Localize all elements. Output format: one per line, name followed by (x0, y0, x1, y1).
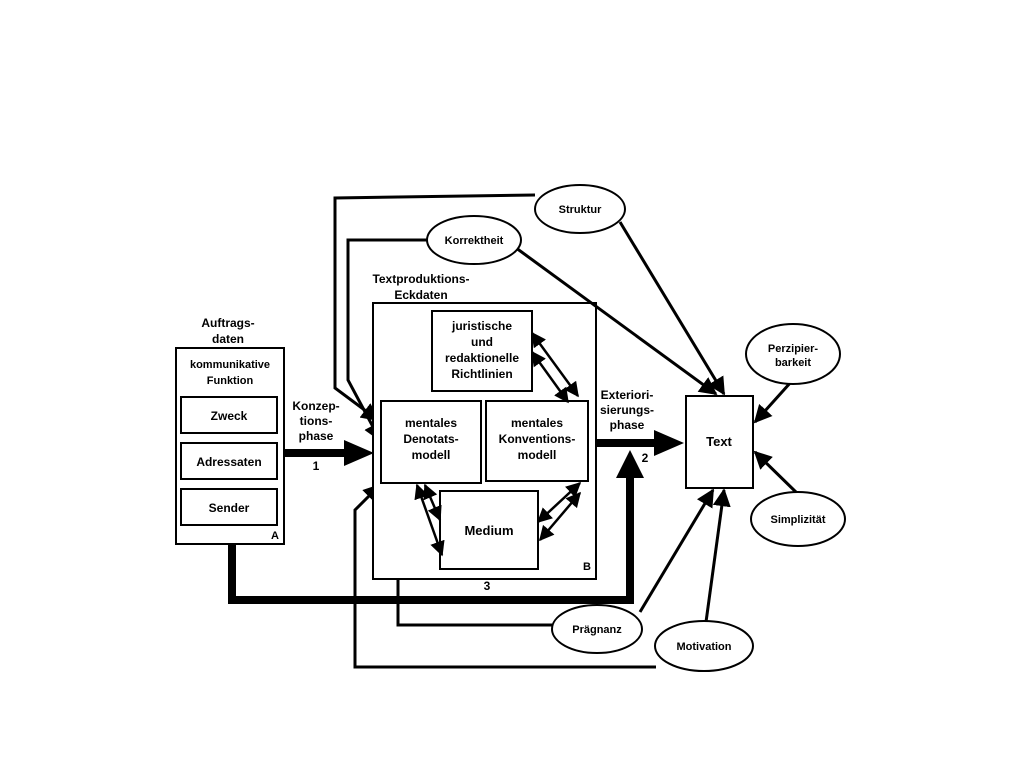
arrow-konvention-medium-b (539, 491, 581, 542)
denotat-line3: modell (412, 448, 451, 462)
struktur-ellipse (534, 184, 626, 234)
arrow-simplizitaet-text (753, 450, 802, 498)
struktur-label: Struktur (559, 204, 603, 216)
eckdaten-heading-line1: Textproduktions- (372, 272, 469, 286)
feedback-loop-motivation (353, 483, 656, 669)
arrow-richtlinien-konvention-b (530, 350, 570, 404)
richtlinien-line2: und (471, 335, 493, 349)
motivation-ellipse (654, 620, 754, 672)
adressaten-box (180, 442, 278, 480)
richtlinien-line3: redaktionelle (445, 351, 519, 365)
arrow-struktur-text (618, 221, 726, 396)
arrow-korrektheit-text (511, 243, 718, 396)
denotat-line2: Denotats- (403, 432, 458, 446)
korrektheit-label: Korrektheit (445, 235, 504, 247)
medium-box (439, 490, 539, 570)
text-box (685, 395, 754, 489)
arrow-denotat-medium-b (423, 483, 442, 522)
thick-path-3 (228, 478, 634, 604)
konvention-line1: mentales (511, 416, 563, 430)
konvention-box (485, 400, 589, 482)
auftrag-corner-label: A (271, 530, 279, 542)
richtlinien-line4: Richtlinien (451, 367, 512, 381)
korrektheit-ellipse (426, 215, 522, 265)
richtlinien-box (431, 310, 533, 392)
praegnanz-label: Prägnanz (572, 624, 622, 636)
bottom-number-3: 3 (484, 579, 491, 593)
motivation-label: Motivation (677, 641, 732, 653)
funktion-label-line2: Funktion (207, 375, 254, 387)
medium-label: Medium (464, 523, 513, 538)
perzipierbarkeit-label-line2: barkeit (775, 357, 811, 369)
konvention-line3: modell (518, 448, 557, 462)
konzeption-label-line2: tions- (300, 414, 333, 428)
text-box-label: Text (706, 434, 732, 449)
eckdaten-corner-label: B (583, 561, 591, 573)
arrow-motivation-text (704, 488, 731, 623)
konzeption-arrow-head (344, 440, 374, 466)
denotat-line1: mentales (405, 416, 457, 430)
konzeption-number: 1 (313, 459, 320, 473)
perzipierbarkeit-label-line1: Perzipier- (768, 343, 818, 355)
exteriorisierung-label-line3: phase (610, 418, 645, 432)
denotat-box (380, 400, 482, 484)
exteriorisierung-arrow-head (654, 430, 684, 456)
praegnanz-ellipse (551, 604, 643, 654)
sender-box (180, 488, 278, 526)
simplizitaet-ellipse (750, 491, 846, 547)
adressaten-label: Adressaten (196, 455, 261, 469)
arrow-praegnanz-text (638, 488, 715, 613)
simplizitaet-label: Simplizität (770, 514, 825, 526)
auftrag-heading-line2: daten (212, 332, 244, 346)
zweck-label: Zweck (211, 409, 248, 423)
eckdaten-heading-line2: Eckdaten (394, 288, 447, 302)
exteriorisierung-number: 2 (642, 451, 649, 465)
richtlinien-line1: juristische (451, 319, 512, 333)
exteriorisierung-label-line2: sierungs- (600, 403, 654, 417)
konzeption-label-line1: Konzep- (292, 399, 339, 413)
sender-label: Sender (209, 501, 250, 515)
feedback-loop-struktur (333, 193, 536, 422)
thick-path-3-arrowhead (616, 450, 644, 478)
konvention-line2: Konventions- (499, 432, 576, 446)
zweck-box (180, 396, 278, 434)
perzipierbarkeit-ellipse (745, 323, 841, 385)
feedback-loop-korrektheit (346, 238, 428, 442)
auftrag-heading-line1: Auftrags- (201, 316, 254, 330)
funktion-label-line1: kommunikative (190, 359, 270, 371)
exteriorisierung-label-line1: Exteriori- (601, 388, 654, 402)
konzeption-label-line3: phase (299, 429, 334, 443)
